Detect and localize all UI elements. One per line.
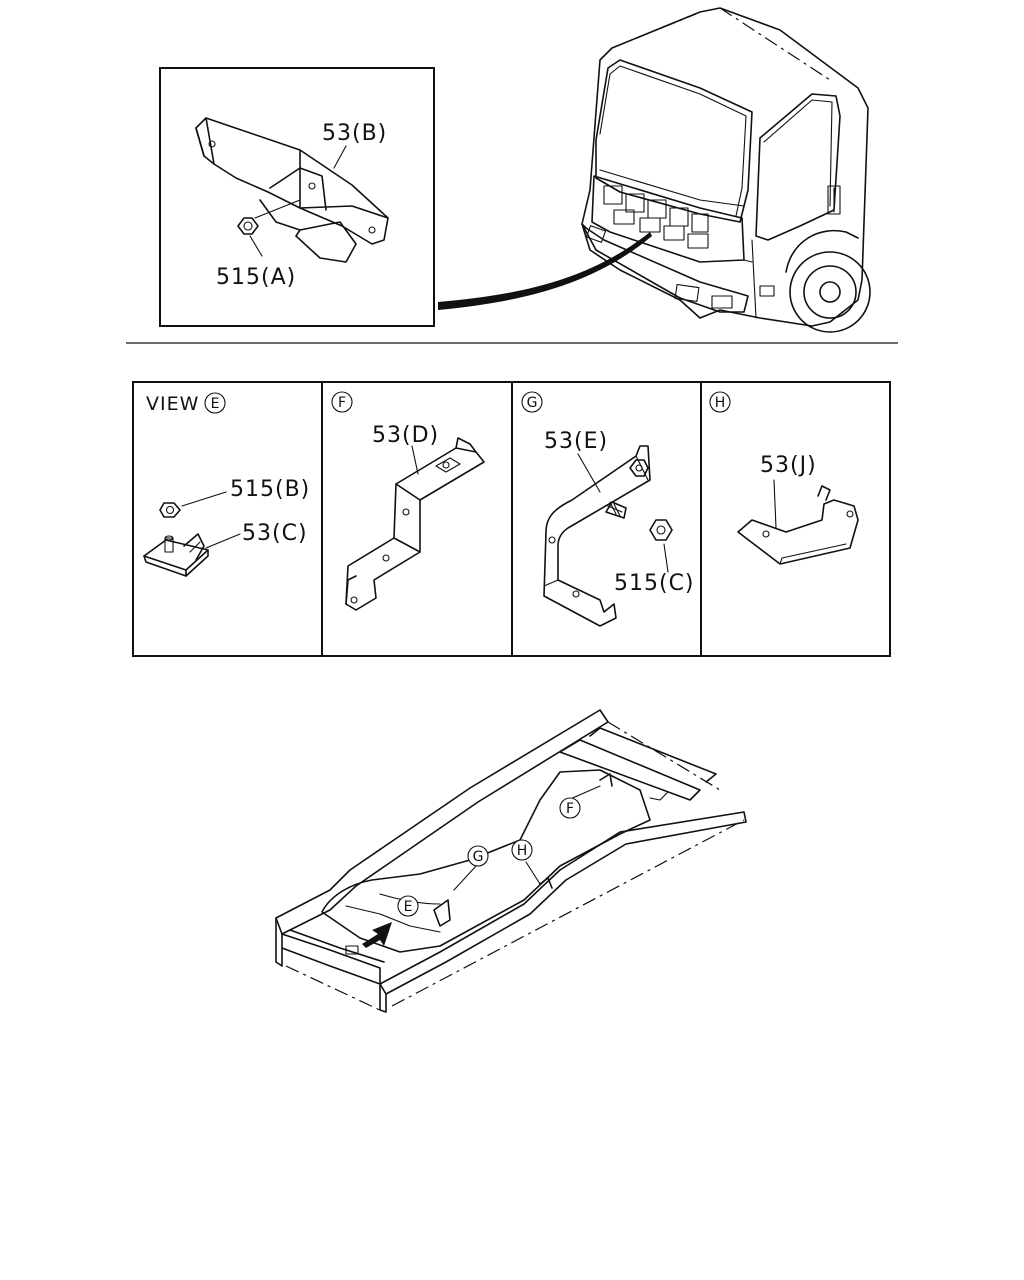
view-f-letter: F xyxy=(338,395,346,411)
view-g-circle xyxy=(521,391,543,413)
label-53j: 53(J) xyxy=(760,453,817,478)
truck-cab-drawing xyxy=(581,7,871,333)
label-53e: 53(E) xyxy=(544,429,608,454)
view-f-circle xyxy=(331,391,353,413)
nut-515a-drawing xyxy=(237,217,263,257)
view-h-letter: H xyxy=(715,395,726,411)
panel-view-e: VIEW E 515(B) 53(C) xyxy=(143,392,310,577)
callout-h-letter: H xyxy=(517,843,528,859)
callout-e-letter: E xyxy=(404,899,413,915)
view-e-circle xyxy=(204,392,226,414)
view-g-letter: G xyxy=(527,395,538,411)
leader-curve xyxy=(438,232,652,310)
callout-g-circle xyxy=(467,845,489,867)
label-53b: 53(B) xyxy=(322,121,387,146)
bracket-53j-drawing xyxy=(737,479,859,565)
panel-view-g: G 53(E) 515(C) xyxy=(521,391,695,627)
panel-view-f: F 53(D) xyxy=(331,391,485,611)
bracket-53d-drawing xyxy=(345,437,485,611)
bracket-53e-drawing xyxy=(543,445,651,627)
nut-515b-drawing xyxy=(159,491,227,518)
detail-inset-top: 53(B) 515(A) xyxy=(159,67,435,327)
bracket-53c-drawing xyxy=(143,533,241,577)
callout-f-circle xyxy=(559,797,581,819)
label-53c: 53(C) xyxy=(242,521,308,546)
chassis-callouts: F G H E xyxy=(397,797,581,917)
view-h-circle xyxy=(709,391,731,413)
view-e-letter: E xyxy=(211,396,220,412)
bracket-53b-drawing xyxy=(195,117,389,263)
views-panel-row xyxy=(132,381,891,657)
view-prefix-label: VIEW xyxy=(146,393,199,415)
label-515c: 515(C) xyxy=(614,571,695,596)
label-53d: 53(D) xyxy=(372,423,439,448)
bolt-and-nut-drawing xyxy=(605,501,673,573)
callout-f-letter: F xyxy=(566,801,574,817)
callout-e-circle xyxy=(397,895,419,917)
panel-view-h: H 53(J) xyxy=(709,391,859,565)
callout-g-letter: G xyxy=(473,849,484,865)
callout-h-circle xyxy=(511,839,533,861)
chassis-frame-drawing xyxy=(275,709,747,1013)
label-515a: 515(A) xyxy=(216,265,296,290)
label-515b: 515(B) xyxy=(230,477,310,502)
